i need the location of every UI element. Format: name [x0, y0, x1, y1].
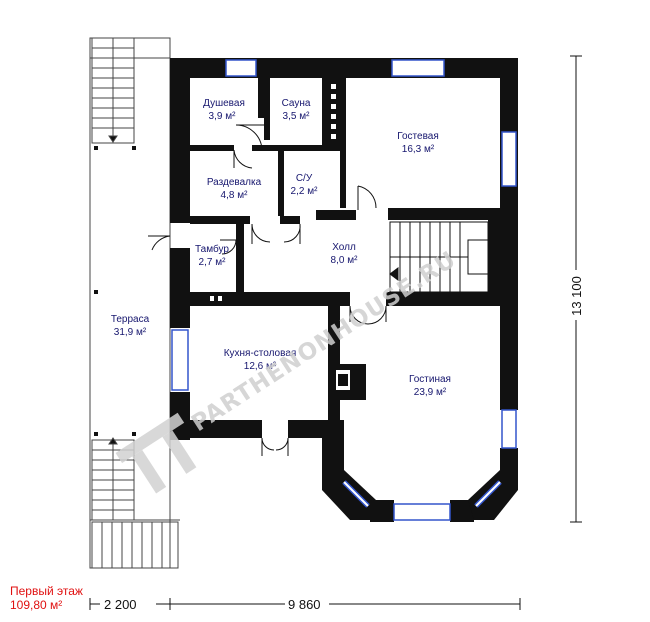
room-terrasa-area: 31,9 м² — [114, 327, 147, 338]
room-terrasa-name: Терраса — [111, 314, 150, 325]
terrace-posts — [94, 146, 136, 436]
room-su-name: С/У — [296, 173, 313, 184]
fireplace-detail — [336, 370, 350, 390]
room-kuhnya-name: Кухня-столовая — [224, 348, 297, 359]
bottom-stair — [91, 437, 179, 569]
room-tambur-name: Тамбур — [195, 243, 229, 255]
interior-stair — [389, 221, 489, 293]
room-holl-name: Холл — [332, 242, 356, 253]
floor-area: 109,80 м² — [10, 598, 63, 612]
dim-width-main: 9 860 — [288, 597, 321, 612]
watermark-text: PARTHENONHOUSE.RU — [187, 246, 461, 437]
room-gostinaya-area: 23,9 м² — [414, 387, 447, 398]
floor-caption: Первый этаж — [10, 584, 83, 598]
room-gostinaya-name: Гостиная — [409, 374, 451, 385]
room-tambur-area: 2,7 м² — [199, 257, 227, 268]
windows — [171, 59, 517, 521]
walls — [170, 58, 518, 522]
room-gostevaya-name: Гостевая — [397, 131, 439, 142]
room-kuhnya-area: 12,6 м² — [244, 361, 277, 372]
room-gostevaya-area: 16,3 м² — [402, 144, 435, 155]
vent-dots — [210, 296, 222, 301]
room-razdevalka-name: Раздевалка — [207, 177, 262, 188]
dim-height: 13 100 — [569, 276, 584, 316]
room-razdevalka-area: 4,8 м² — [221, 190, 249, 201]
room-holl-area: 8,0 м² — [331, 255, 359, 266]
room-su-area: 2,2 м² — [291, 186, 319, 197]
room-sauna-name: Сауна — [282, 98, 311, 109]
top-stair — [91, 37, 135, 144]
room-dushevaya-name: Душевая — [203, 98, 245, 109]
doors — [148, 124, 387, 456]
bay-window-inner — [343, 481, 501, 507]
room-dushevaya-area: 3,9 м² — [209, 111, 237, 122]
sauna-shelf — [331, 84, 336, 139]
dim-width-left: 2 200 — [104, 597, 137, 612]
room-sauna-area: 3,5 м² — [283, 111, 311, 122]
